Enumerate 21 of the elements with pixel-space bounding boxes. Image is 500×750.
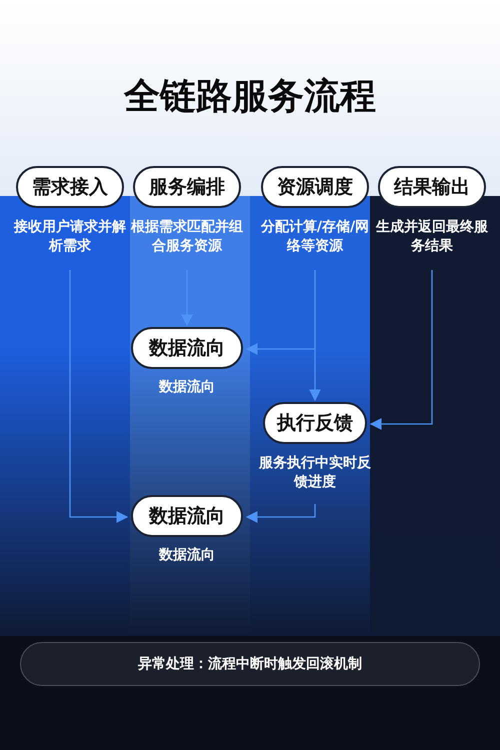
- description-text: 接收用户请求并解析需求: [12, 218, 127, 256]
- title: 全链路服务流程: [122, 75, 377, 119]
- arrow: [181, 270, 193, 326]
- process-pill: 数据流向: [131, 495, 243, 537]
- arrow: [69, 270, 128, 523]
- note-bar: 异常处理：流程中断时触发回滚机制: [20, 642, 480, 686]
- arrow: [246, 504, 316, 523]
- description-text: 数据流向: [158, 378, 216, 397]
- process-pill: 资源调度: [261, 166, 369, 208]
- process-pill: 执行反馈: [263, 402, 367, 444]
- description-text: 生成并返回最终服务结果: [374, 218, 489, 256]
- process-pill: 结果输出: [378, 166, 486, 208]
- description-text: 数据流向: [158, 546, 216, 565]
- process-pill: 服务编排: [133, 166, 241, 208]
- description-text: 服务执行中实时反馈进度: [258, 454, 372, 492]
- description-text: 根据需求匹配并组合服务资源: [130, 218, 244, 256]
- process-pill: 数据流向: [131, 327, 243, 369]
- description-text: 分配计算/存储/网络等资源: [260, 218, 370, 256]
- arrow: [309, 270, 321, 402]
- arrow: [370, 270, 433, 430]
- process-pill: 需求接入: [16, 166, 124, 208]
